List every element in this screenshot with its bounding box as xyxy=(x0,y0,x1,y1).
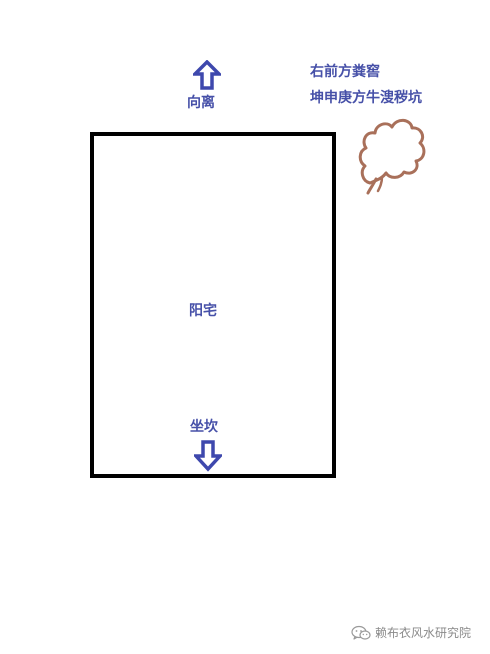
sitting-direction-label: 坐坎 xyxy=(190,419,218,435)
down-arrow-icon xyxy=(194,440,222,472)
up-arrow-icon xyxy=(193,60,221,90)
wechat-icon xyxy=(351,625,371,640)
watermark: 赖布衣风水研究院 xyxy=(351,624,471,641)
house-label: 阳宅 xyxy=(189,303,217,319)
facing-direction-label: 向离 xyxy=(187,95,215,111)
pit-note-line-1: 右前方粪窖 xyxy=(310,64,380,80)
pit-cloud-icon xyxy=(358,118,426,195)
pit-note-line-2: 坤申庚方牛溲秽坑 xyxy=(310,90,422,106)
watermark-text: 赖布衣风水研究院 xyxy=(375,626,472,640)
house-outline xyxy=(90,132,336,478)
